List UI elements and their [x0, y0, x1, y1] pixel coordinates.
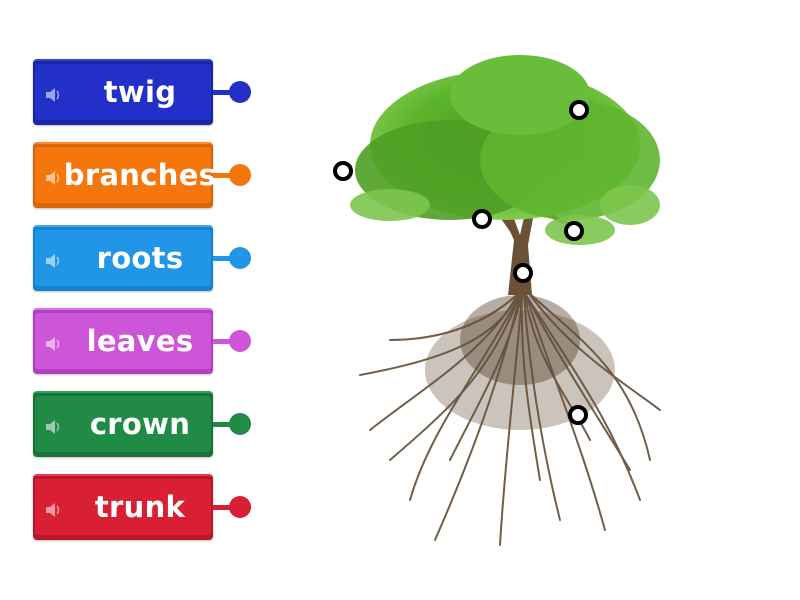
label-tile-face — [35, 396, 211, 452]
label-tile[interactable]: crown — [33, 391, 213, 457]
connector-line — [213, 505, 237, 510]
label-tile-face — [35, 147, 211, 203]
drop-target-hotspot[interactable] — [564, 221, 584, 241]
label-row-1: branches — [33, 142, 258, 208]
connector-line — [213, 90, 237, 95]
label-tile[interactable]: trunk — [33, 474, 213, 540]
drop-target-hotspot[interactable] — [568, 405, 588, 425]
speaker-icon[interactable] — [45, 254, 61, 268]
tree-illustration — [350, 55, 661, 546]
speaker-icon[interactable] — [45, 420, 61, 434]
label-row-2: roots — [33, 225, 258, 291]
label-text: trunk — [94, 490, 186, 524]
connector-handle[interactable] — [229, 247, 251, 269]
drop-target-hotspot[interactable] — [472, 209, 492, 229]
connector-line — [213, 339, 237, 344]
speaker-icon[interactable] — [45, 171, 61, 185]
connector-handle[interactable] — [229, 496, 251, 518]
label-text: roots — [96, 241, 184, 275]
drop-target-hotspot[interactable] — [569, 100, 589, 120]
label-row-0: twig — [33, 59, 258, 125]
connector-line — [213, 256, 237, 261]
speaker-icon[interactable] — [45, 503, 61, 517]
tree-image — [330, 40, 680, 560]
connector-handle[interactable] — [229, 330, 251, 352]
speaker-icon[interactable] — [45, 88, 61, 102]
label-tile[interactable]: roots — [33, 225, 213, 291]
label-text: crown — [89, 407, 191, 441]
label-tile[interactable]: branches — [33, 142, 217, 208]
speaker-icon[interactable] — [45, 337, 61, 351]
label-row-4: crown — [33, 391, 258, 457]
label-text: twig — [103, 75, 177, 109]
connector-line — [213, 173, 237, 178]
label-row-3: leaves — [33, 308, 258, 374]
label-tile[interactable]: twig — [33, 59, 213, 125]
label-text: leaves — [86, 324, 194, 358]
connector-handle[interactable] — [229, 164, 251, 186]
label-tile-face — [35, 64, 211, 120]
label-text: branches — [63, 158, 217, 192]
drop-target-hotspot[interactable] — [333, 161, 353, 181]
label-row-5: trunk — [33, 474, 258, 540]
label-tile-face — [35, 230, 211, 286]
label-tile-face — [35, 313, 211, 369]
connector-line — [213, 422, 237, 427]
connector-handle[interactable] — [229, 81, 251, 103]
drop-target-hotspot[interactable] — [513, 263, 533, 283]
label-tile[interactable]: leaves — [33, 308, 213, 374]
label-tile-face — [35, 479, 211, 535]
connector-handle[interactable] — [229, 413, 251, 435]
